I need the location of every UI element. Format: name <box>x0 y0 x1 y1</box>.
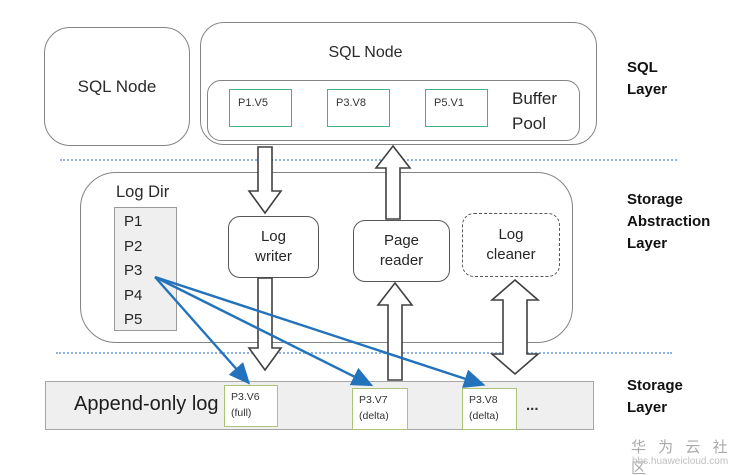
layer-divider-bottom <box>56 352 672 354</box>
log-segment: P3.V6 (full) <box>224 385 278 427</box>
log-segment: P3.V7 (delta) <box>352 388 408 430</box>
log-dir-page: P5 <box>124 311 143 329</box>
label-storage-abstraction-layer: Storage Abstraction Layer <box>627 191 711 252</box>
sql-node-left-title: SQL Node <box>77 76 157 96</box>
buffer-page: P5.V1 <box>425 89 488 127</box>
log-dir-page: P1 <box>124 213 143 230</box>
log-cleaner-box: Log cleaner <box>462 213 560 277</box>
label-storage-layer: Storage Layer <box>627 377 683 416</box>
buffer-pool-label: Buffer Pool <box>512 89 558 133</box>
log-segment-ellipsis: ... <box>526 397 539 414</box>
sql-node-left: SQL Node <box>44 27 190 146</box>
append-only-log-label: Append-only log <box>74 393 219 415</box>
log-dir-title: Log Dir <box>116 183 170 201</box>
page-reader-box: Page reader <box>353 220 450 282</box>
watermark-community: 华 为 云 社 区 <box>631 439 732 475</box>
buffer-page: P1.V5 <box>229 89 292 127</box>
log-writer-box: Log writer <box>228 216 319 278</box>
log-dir-page: P2 <box>124 237 143 255</box>
label-sql-layer: SQL Layer <box>627 59 668 98</box>
log-dir-page: P3 <box>124 262 143 280</box>
log-dir-list: P1 P2 P3 P4 P5 <box>114 207 177 331</box>
log-segment: P3.V8 (delta) <box>462 388 517 430</box>
buffer-page: P3.V8 <box>327 89 390 127</box>
layer-divider-top <box>60 159 677 161</box>
watermark-url: bbs.huaweicloud.com <box>632 456 729 467</box>
log-dir-page: P4 <box>124 286 143 304</box>
sql-node-right-title: SQL Node <box>328 44 403 61</box>
